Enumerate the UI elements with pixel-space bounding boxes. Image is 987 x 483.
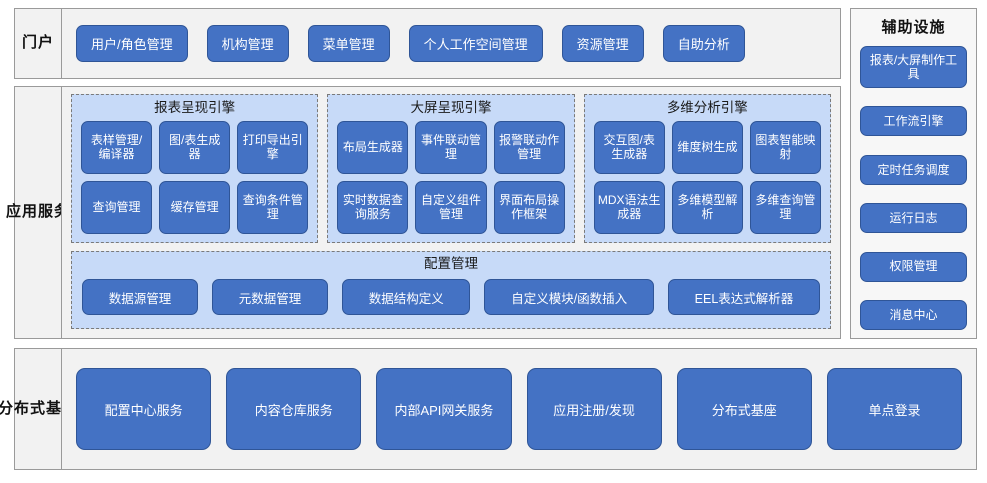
dist-item-sso[interactable]: 单点登录 <box>826 368 963 450</box>
distributed-band-label: 分 布 式 基 础 <box>0 349 77 469</box>
cell-realtime-data-query[interactable]: 实时数据查询服务 <box>337 180 409 234</box>
portal-item-resource[interactable]: 资源管理 <box>561 25 644 62</box>
cell-chart-smart-mapping[interactable]: 图表智能映射 <box>749 120 821 174</box>
engine-bigscreen-grid: 布局生成器 事件联动管理 报警联动作管理 实时数据查询服务 自定义组件管理 界面… <box>337 120 565 234</box>
config-items-row: 数据源管理 元数据管理 数据结构定义 自定义模块/函数插入 EEL表达式解析器 <box>82 275 821 319</box>
aux-item-runtime-log[interactable]: 运行日志 <box>860 203 967 234</box>
config-management-panel: 配置管理 数据源管理 元数据管理 数据结构定义 自定义模块/函数插入 EEL表达… <box>71 250 831 329</box>
dist-label-char-1: 布 <box>13 399 30 417</box>
cell-event-linkage-manager[interactable]: 事件联动管理 <box>415 120 487 174</box>
dist-label-char-0: 分 <box>0 399 14 417</box>
engine-bigscreen-rendering: 大屏呈现引擎 布局生成器 事件联动管理 报警联动作管理 实时数据查询服务 自定义… <box>327 94 575 243</box>
portal-item-menu[interactable]: 菜单管理 <box>307 25 390 62</box>
engine-multidim-title: 多维分析引擎 <box>666 100 748 115</box>
cell-chart-table-generator[interactable]: 图/表生成器 <box>159 120 231 174</box>
left-column: 门 户 用户/角色管理 机构管理 菜单管理 个人工作空间管理 资源管理 自助分析 <box>6 8 841 339</box>
cell-interactive-chart-generator[interactable]: 交互图/表生成器 <box>593 120 665 174</box>
cell-dimension-tree-generator[interactable]: 维度树生成 <box>671 120 743 174</box>
portal-band-label: 门 户 <box>15 9 61 78</box>
engine-multidim-grid: 交互图/表生成器 维度树生成 图表智能映射 MDX语法生成器 多维模型解析 多维… <box>593 120 821 234</box>
config-item-metadata[interactable]: 元数据管理 <box>211 279 328 316</box>
cell-print-export-engine[interactable]: 打印导出引擎 <box>237 120 309 174</box>
aux-item-message-center[interactable]: 消息中心 <box>860 299 967 330</box>
engine-report-grid: 表样管理/编译器 图/表生成器 打印导出引擎 查询管理 缓存管理 查询条件管理 <box>81 120 309 234</box>
aux-facilities-list: 报表/大屏制作工具 工作流引擎 定时任务调度 运行日志 权限管理 消息中心 <box>860 46 967 330</box>
portal-label-char-1: 户 <box>38 34 55 52</box>
app-label-char-1: 用 <box>21 203 38 221</box>
cell-alarm-action-manager[interactable]: 报警联动作管理 <box>493 120 565 174</box>
config-item-eel-parser[interactable]: EEL表达式解析器 <box>667 279 821 316</box>
engine-report-rendering: 报表呈现引擎 表样管理/编译器 图/表生成器 打印导出引擎 查询管理 缓存管理 … <box>71 94 319 243</box>
config-management-title: 配置管理 <box>424 255 478 271</box>
config-item-data-structure[interactable]: 数据结构定义 <box>341 279 471 316</box>
aux-item-permission-manager[interactable]: 权限管理 <box>860 251 967 282</box>
dist-item-config-center[interactable]: 配置中心服务 <box>76 368 212 450</box>
portal-band-body: 用户/角色管理 机构管理 菜单管理 个人工作空间管理 资源管理 自助分析 <box>61 9 840 78</box>
portal-band: 门 户 用户/角色管理 机构管理 菜单管理 个人工作空间管理 资源管理 自助分析 <box>14 8 841 79</box>
aux-item-report-bigscreen-tool[interactable]: 报表/大屏制作工具 <box>860 46 967 88</box>
distributed-foundation-band: 分 布 式 基 础 配置中心服务 内容仓库服务 内部API网关服务 应用注册/发… <box>0 348 977 470</box>
engine-report-title: 报表呈现引擎 <box>154 100 236 115</box>
distributed-items-row: 配置中心服务 内容仓库服务 内部API网关服务 应用注册/发现 分布式基座 单点… <box>62 349 976 469</box>
engine-bigscreen-title: 大屏呈现引擎 <box>410 100 492 115</box>
engines-row: 报表呈现引擎 表样管理/编译器 图/表生成器 打印导出引擎 查询管理 缓存管理 … <box>71 94 831 243</box>
app-label-char-0: 应 <box>5 203 22 221</box>
cell-template-manager[interactable]: 表样管理/编译器 <box>81 120 153 174</box>
aux-facilities-panel: 辅助设施 报表/大屏制作工具 工作流引擎 定时任务调度 运行日志 权限管理 消息… <box>850 8 977 339</box>
app-label-char-2: 服 <box>38 203 55 221</box>
aux-item-scheduled-task[interactable]: 定时任务调度 <box>860 154 967 185</box>
portal-items-row: 用户/角色管理 机构管理 菜单管理 个人工作空间管理 资源管理 自助分析 <box>62 25 840 62</box>
cell-mdx-syntax-generator[interactable]: MDX语法生成器 <box>593 180 665 234</box>
portal-item-org[interactable]: 机构管理 <box>206 25 289 62</box>
cell-layout-generator[interactable]: 布局生成器 <box>337 120 409 174</box>
portal-item-user-role[interactable]: 用户/角色管理 <box>76 25 188 62</box>
cell-multidim-model-parser[interactable]: 多维模型解析 <box>671 180 743 234</box>
cell-custom-component-manager[interactable]: 自定义组件管理 <box>415 180 487 234</box>
config-item-datasource[interactable]: 数据源管理 <box>82 279 198 316</box>
portal-item-workspace[interactable]: 个人工作空间管理 <box>408 25 543 62</box>
app-services-band: 应 用 服 务 报表呈现引擎 表样管理/编译器 图/表生成器 打印导出引 <box>6 86 841 339</box>
dist-item-api-gateway[interactable]: 内部API网关服务 <box>376 368 512 450</box>
portal-label-char-0: 门 <box>21 34 38 52</box>
dist-item-app-registry[interactable]: 应用注册/发现 <box>526 368 662 450</box>
aux-facilities-title: 辅助设施 <box>881 19 946 36</box>
cell-query-manager[interactable]: 查询管理 <box>81 180 153 234</box>
dist-label-char-2: 式 <box>30 399 47 417</box>
config-item-custom-module[interactable]: 自定义模块/函数插入 <box>484 279 654 316</box>
aux-item-workflow-engine[interactable]: 工作流引擎 <box>860 106 967 137</box>
cell-ui-layout-framework[interactable]: 界面布局操作框架 <box>493 180 565 234</box>
dist-item-distributed-base[interactable]: 分布式基座 <box>676 368 812 450</box>
dist-label-char-3: 基 <box>46 399 63 417</box>
cell-multidim-query-manager[interactable]: 多维查询管理 <box>749 180 821 234</box>
app-services-band-label: 应 用 服 务 <box>6 87 69 338</box>
portal-item-self-analysis[interactable]: 自助分析 <box>662 25 745 62</box>
top-area: 门 户 用户/角色管理 机构管理 菜单管理 个人工作空间管理 资源管理 自助分析 <box>6 8 977 339</box>
distributed-band-body: 配置中心服务 内容仓库服务 内部API网关服务 应用注册/发现 分布式基座 单点… <box>61 349 976 469</box>
engine-multidim-analysis: 多维分析引擎 交互图/表生成器 维度树生成 图表智能映射 MDX语法生成器 多维… <box>583 94 831 243</box>
cell-cache-manager[interactable]: 缓存管理 <box>159 180 231 234</box>
dist-item-content-repo[interactable]: 内容仓库服务 <box>226 368 362 450</box>
app-services-body: 报表呈现引擎 表样管理/编译器 图/表生成器 打印导出引擎 查询管理 缓存管理 … <box>61 87 840 338</box>
cell-query-condition-manager[interactable]: 查询条件管理 <box>237 180 309 234</box>
